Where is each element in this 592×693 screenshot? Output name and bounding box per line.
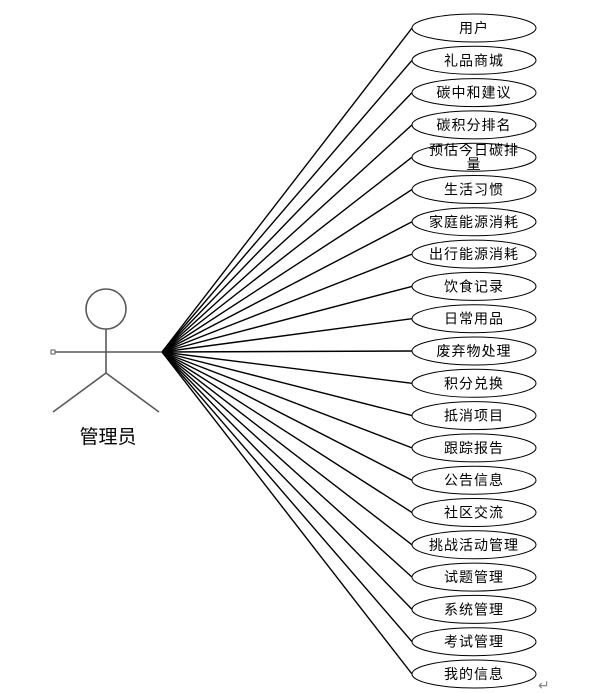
- use-case: 礼品商城: [411, 45, 537, 75]
- actor-left-leg: [52, 372, 107, 413]
- use-case-label: 用户: [459, 20, 489, 37]
- use-case-ellipse: [411, 368, 537, 398]
- use-case-ellipse: [411, 627, 537, 657]
- use-case-label: 出行能源消耗: [429, 247, 519, 263]
- use-case: 日常用品: [411, 304, 537, 334]
- association-line: [161, 350, 413, 353]
- use-case-label: 家庭能源消耗: [429, 214, 519, 231]
- use-case: 积分兑换: [411, 368, 537, 398]
- use-case-ellipse: [411, 175, 537, 204]
- association-line: [161, 156, 413, 353]
- use-case-label: 公告信息: [444, 472, 504, 489]
- use-case: 挑战活动管理: [411, 530, 537, 560]
- use-case-label: 抵消项目: [444, 409, 504, 425]
- use-case-label: 饮食记录: [444, 278, 504, 295]
- actor-label: 管理员: [79, 426, 136, 448]
- use-case-ellipse: [411, 336, 537, 366]
- association-line: [161, 59, 413, 353]
- use-case-ellipse: [411, 465, 537, 495]
- use-case: 碳中和建议: [411, 78, 537, 108]
- use-case-label: 预估今日碳排: [429, 143, 519, 159]
- association-line: [161, 27, 413, 353]
- association-line: [161, 351, 413, 481]
- use-case-label: 试题管理: [444, 570, 504, 586]
- use-case-label: 日常用品: [444, 312, 504, 328]
- use-case-ellipse: [411, 78, 537, 108]
- use-case-ellipse: [411, 562, 537, 592]
- use-case-label: 废弃物处理: [437, 344, 512, 360]
- actor-right-leg: [105, 372, 160, 413]
- association-line: [161, 124, 413, 353]
- use-case: 饮食记录: [411, 271, 537, 301]
- use-case-label: 生活习惯: [444, 182, 504, 199]
- use-case-label: 社区交流: [444, 505, 504, 522]
- use-case-label: 我的信息: [444, 666, 504, 683]
- use-case-ellipse: [411, 45, 537, 75]
- use-case: 系统管理: [411, 594, 537, 624]
- association-lines: [161, 27, 413, 675]
- association-line: [161, 92, 413, 353]
- use-case-ellipse: [411, 207, 537, 237]
- use-case-label: 系统管理: [444, 602, 504, 618]
- association-line: [161, 351, 413, 514]
- actor-arm-handle: [50, 349, 56, 355]
- association-line: [161, 351, 413, 578]
- use-case: 出行能源消耗: [411, 239, 537, 269]
- use-case-ellipse: [411, 110, 537, 140]
- use-case-label: 考试管理: [444, 635, 504, 651]
- use-case-label: 礼品商城: [444, 53, 504, 69]
- association-line: [161, 221, 413, 353]
- actor-admin: 管理员: [50, 288, 162, 448]
- use-case-ellipse: [411, 13, 537, 43]
- use-case-ellipse: [411, 239, 537, 269]
- use-case-label: 量: [467, 157, 482, 173]
- use-case-ellipse: [411, 401, 537, 431]
- association-line: [161, 351, 413, 546]
- use-case-label: 积分兑换: [444, 375, 504, 392]
- association-line: [161, 351, 413, 675]
- use-case: 社区交流: [411, 498, 537, 527]
- association-line: [161, 351, 413, 417]
- use-case-ellipse: [411, 142, 537, 172]
- paragraph-mark: ↵: [538, 678, 550, 693]
- use-case: 生活习惯: [411, 175, 537, 204]
- association-line: [161, 253, 413, 353]
- association-line: [161, 351, 413, 384]
- use-case: 抵消项目: [411, 401, 537, 431]
- use-case: 跟踪报告: [411, 433, 537, 463]
- use-case-ellipse: [411, 433, 537, 463]
- actor-head: [85, 288, 127, 330]
- use-case: 家庭能源消耗: [411, 207, 537, 237]
- use-case-ellipse: [411, 304, 537, 334]
- use-case: 考试管理: [411, 627, 537, 657]
- use-case-label: 跟踪报告: [444, 441, 504, 457]
- use-case-ellipse: [411, 498, 537, 527]
- association-line: [161, 188, 413, 353]
- use-case: 废弃物处理: [411, 336, 537, 366]
- use-case-ellipse: [411, 530, 537, 560]
- association-line: [161, 351, 413, 449]
- association-line: [161, 351, 413, 610]
- use-case: 碳积分排名: [411, 110, 537, 140]
- use-case: 试题管理: [411, 562, 537, 592]
- use-case-label: 挑战活动管理: [429, 538, 519, 554]
- association-line: [161, 318, 413, 353]
- use-case: 用户: [411, 13, 537, 43]
- use-case: 我的信息: [411, 659, 537, 689]
- use-case-ellipse: [411, 659, 537, 689]
- use-cases: 用户礼品商城碳中和建议碳积分排名预估今日碳排量生活习惯家庭能源消耗出行能源消耗饮…: [411, 13, 537, 689]
- use-case-label: 碳中和建议: [437, 86, 512, 102]
- association-line: [161, 285, 413, 353]
- use-case: 公告信息: [411, 465, 537, 495]
- use-case-ellipse: [411, 594, 537, 624]
- use-case-label: 碳积分排名: [437, 118, 512, 134]
- use-case-ellipse: [411, 271, 537, 301]
- association-line: [161, 351, 413, 643]
